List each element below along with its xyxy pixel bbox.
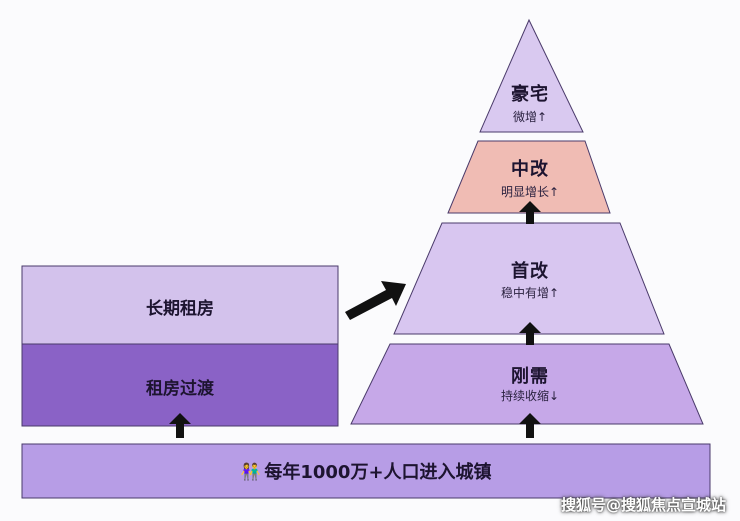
rental-transition-box xyxy=(21,343,339,427)
pyramid-tier-mid-upgrade xyxy=(447,140,611,214)
diagonal-arrow-icon xyxy=(345,281,406,320)
first-upgrade-title: 首改 xyxy=(511,261,549,282)
mid-upgrade-subtitle: 明显增长↑ xyxy=(500,185,560,199)
mid-upgrade-title: 中改 xyxy=(511,159,549,180)
long-term-rental-box xyxy=(21,265,339,345)
pyramid-tier-first-upgrade xyxy=(393,222,665,335)
watermark: 搜狐号@搜狐焦点宣城站 xyxy=(560,496,726,514)
luxury-subtitle: 微增↑ xyxy=(512,110,548,124)
up-arrow-icon xyxy=(519,413,541,438)
rigid-demand-title: 刚需 xyxy=(511,366,549,387)
rigid-demand-subtitle: 持续收缩↓ xyxy=(500,389,560,403)
long-term-rental-label: 长期租房 xyxy=(146,299,214,319)
rental-transition-label: 租房过渡 xyxy=(146,379,214,399)
up-arrow-icon xyxy=(519,322,541,345)
base-label-row: 👫 每年1000万+人口进入城镇 xyxy=(22,444,710,498)
pyramid-tier-rigid-demand xyxy=(350,343,704,425)
people-icon: 👫 xyxy=(240,461,261,481)
pyramid-tier-luxury xyxy=(479,18,584,133)
up-arrow-icon xyxy=(169,413,191,438)
luxury-title: 豪宅 xyxy=(511,84,549,105)
base-bar xyxy=(21,443,711,499)
first-upgrade-subtitle: 稳中有增↑ xyxy=(500,286,560,300)
base-label: 每年1000万+人口进入城镇 xyxy=(264,462,492,483)
up-arrow-icon xyxy=(519,201,541,224)
